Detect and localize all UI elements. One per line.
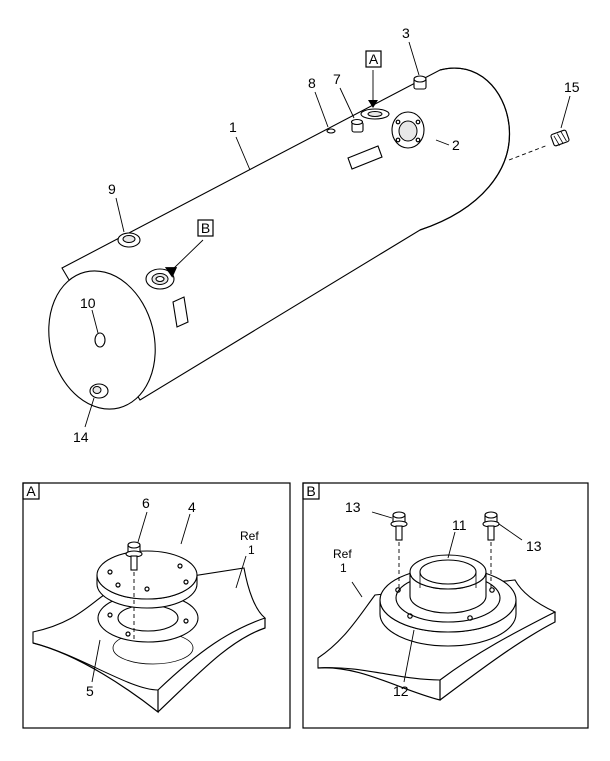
callout-14: 14 <box>73 429 89 445</box>
fitting-10 <box>94 332 106 348</box>
bolt-13-left <box>390 511 408 541</box>
ref-word-a: Ref <box>240 529 259 543</box>
view-ref-b: B <box>201 220 210 236</box>
fitting-15 <box>550 129 570 147</box>
bolt-6 <box>125 541 143 571</box>
ref-num-a: 1 <box>248 543 255 557</box>
id-plate <box>347 145 383 170</box>
detail-b-title: B <box>306 483 315 499</box>
fitting-9 <box>117 232 141 248</box>
callout-13-right: 13 <box>526 538 542 554</box>
callout-1: 1 <box>229 119 237 135</box>
fitting-14 <box>89 383 109 399</box>
boss-11 <box>409 554 487 614</box>
side-plate <box>172 296 189 328</box>
callout-15: 15 <box>564 79 580 95</box>
fitting-3 <box>413 75 427 90</box>
callout-3: 3 <box>402 25 410 41</box>
callout-5: 5 <box>86 683 94 699</box>
cover-plate-4 <box>96 550 198 609</box>
callout-8: 8 <box>308 75 316 91</box>
port-a <box>360 108 390 120</box>
ref-word-b: Ref <box>333 547 352 561</box>
callout-11: 11 <box>452 517 467 533</box>
fitting-2 <box>391 111 425 149</box>
callout-10: 10 <box>80 295 96 311</box>
fitting-7 <box>350 118 364 133</box>
callout-12: 12 <box>393 683 409 699</box>
callout-4: 4 <box>188 499 196 515</box>
detail-a-title: A <box>26 483 36 499</box>
fitting-8 <box>326 128 336 134</box>
callout-9: 9 <box>108 181 116 197</box>
main-tank-view: A B 1 2 3 7 8 9 10 14 15 <box>48 25 580 445</box>
callout-7: 7 <box>333 71 341 87</box>
view-ref-box-a <box>365 50 382 68</box>
detail-a-panel: A <box>22 482 291 729</box>
bolt-13-right <box>482 511 500 541</box>
ref-num-b: 1 <box>340 561 347 575</box>
port-b <box>145 268 175 290</box>
callout-2: 2 <box>452 137 460 153</box>
view-ref-a: A <box>369 51 379 67</box>
callout-6: 6 <box>142 495 150 511</box>
view-ref-box-b <box>197 219 214 237</box>
detail-b-panel: B <box>302 482 589 729</box>
callout-13-left: 13 <box>345 499 361 515</box>
